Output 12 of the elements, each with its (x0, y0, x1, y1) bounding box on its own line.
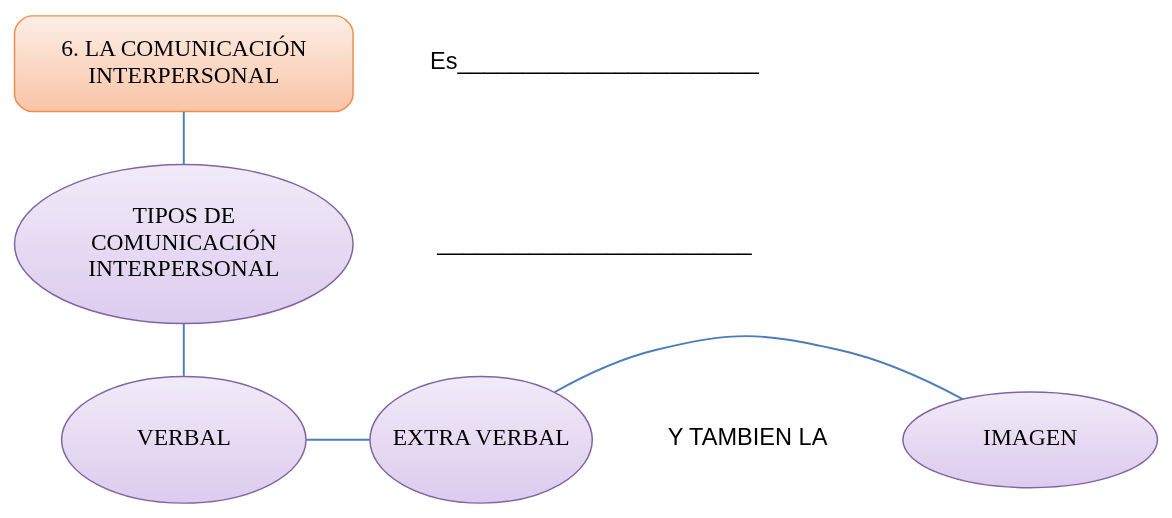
node-ellipse: EXTRA VERBAL (369, 375, 593, 504)
connector (182, 110, 185, 165)
connector (305, 438, 371, 441)
node-ellipse: TIPOS DE COMUNICACIÓN INTERPERSONAL (13, 163, 354, 324)
node-ellipse: IMAGEN (902, 390, 1159, 488)
connector (553, 334, 964, 400)
node-box: 6. LA COMUNICACIÓN INTERPERSONAL (13, 14, 354, 112)
label: Y TAMBIEN LA (667, 423, 828, 450)
label: Es_______________________ (430, 47, 759, 74)
connector (182, 322, 185, 377)
node-ellipse: VERBAL (60, 375, 307, 504)
label: ________________________ (437, 228, 752, 255)
